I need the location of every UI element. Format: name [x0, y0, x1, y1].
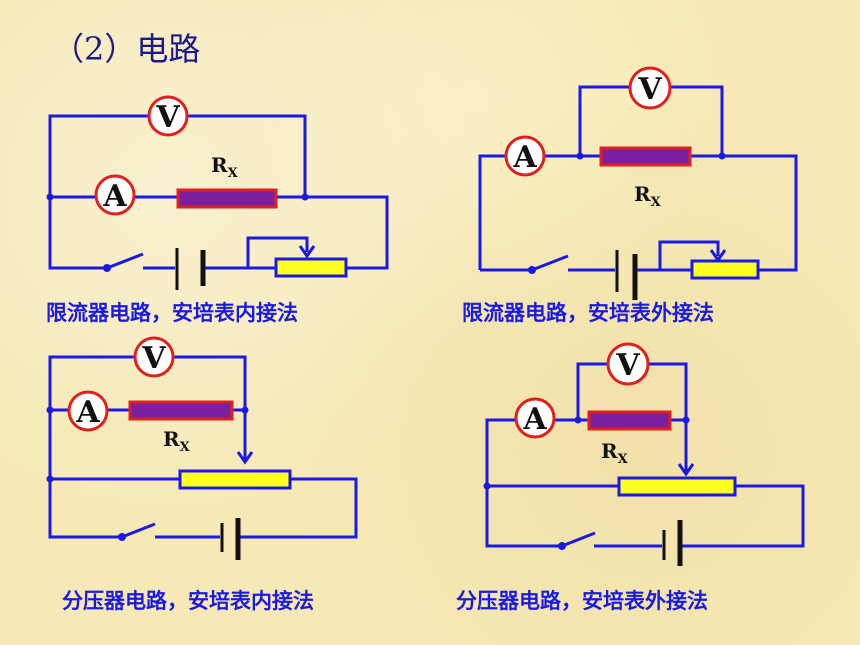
voltmeter-icon — [628, 66, 672, 110]
resistor-rx — [599, 146, 692, 167]
bottom-wire — [48, 197, 276, 270]
switch — [106, 252, 144, 270]
resistor-label: RX — [211, 153, 239, 181]
voltmeter-branch-wire — [48, 114, 307, 197]
voltmeter-label: V — [155, 100, 180, 135]
resistor-label: RX — [163, 427, 191, 455]
caption-circuit-3: 分压器电路，安培表内接法 — [62, 589, 314, 613]
resistor-rx — [176, 188, 278, 209]
junction-dot — [574, 416, 582, 424]
switch-pivot — [118, 533, 126, 541]
rheostat — [617, 476, 737, 497]
ammeter-label: A — [522, 402, 547, 437]
slider-arrow-icon — [236, 451, 254, 465]
junction-dot — [46, 193, 54, 201]
ammeter-label: A — [75, 395, 100, 430]
junction-dot — [718, 152, 726, 160]
switch-pivot — [103, 264, 111, 272]
rheostat-tap-wire — [246, 236, 309, 268]
voltmeter-branch-wire — [578, 85, 724, 156]
caption-circuit-1: 限流器电路，安培表内接法 — [46, 301, 298, 325]
junction-dot — [46, 406, 54, 414]
resistor-label: RX — [601, 439, 629, 467]
voltmeter-label: V — [615, 348, 640, 383]
slider-arrow-icon — [298, 245, 316, 259]
voltmeter-icon — [606, 342, 650, 386]
switch-pivot — [528, 266, 536, 274]
switch — [561, 531, 596, 548]
junction-dot — [46, 475, 54, 483]
junction-dot — [241, 406, 249, 414]
page-title: （2）电路 — [52, 30, 201, 68]
voltmeter-branch-wire — [576, 362, 688, 420]
voltmeter-label: V — [637, 72, 662, 107]
ammeter-label: A — [102, 179, 127, 214]
source-loop-wire — [48, 410, 358, 539]
junction-dot — [576, 152, 584, 160]
ammeter-icon — [504, 135, 546, 177]
source-loop-wire — [485, 484, 805, 548]
circuit-3: RX V A — [46, 336, 358, 560]
rheostat — [274, 257, 348, 278]
switch — [531, 254, 569, 272]
switch — [121, 522, 156, 539]
voltmeter-icon — [147, 95, 189, 137]
circuit-4: RX V A — [483, 342, 805, 566]
switch-pivot — [558, 542, 566, 550]
ammeter-icon — [94, 174, 136, 216]
ammeter-label: A — [512, 140, 537, 175]
junction-dot — [682, 416, 690, 424]
voltmeter-label: V — [141, 341, 166, 376]
junction-dot — [301, 193, 309, 201]
ammeter-icon — [67, 390, 109, 432]
rheostat — [178, 469, 292, 490]
rheostat-tap-wire — [658, 240, 720, 270]
voltmeter-branch-wire — [48, 355, 247, 410]
slider-arrow-icon — [677, 463, 695, 477]
ammeter-icon — [514, 397, 556, 439]
caption-circuit-2: 限流器电路，安培表外接法 — [462, 301, 714, 325]
resistor-label: RX — [634, 182, 662, 210]
voltmeter-icon — [133, 336, 175, 378]
resistor-rx — [587, 410, 672, 431]
junction-dot — [483, 482, 491, 490]
rheostat — [690, 259, 760, 280]
circuit-1: RX V A — [46, 95, 389, 290]
main-branch-wire — [478, 154, 798, 272]
main-branch-wire — [50, 195, 389, 270]
caption-circuit-4: 分压器电路，安培表外接法 — [456, 589, 708, 613]
resistor-rx — [128, 400, 234, 421]
circuit-2: RX V A — [478, 66, 798, 300]
